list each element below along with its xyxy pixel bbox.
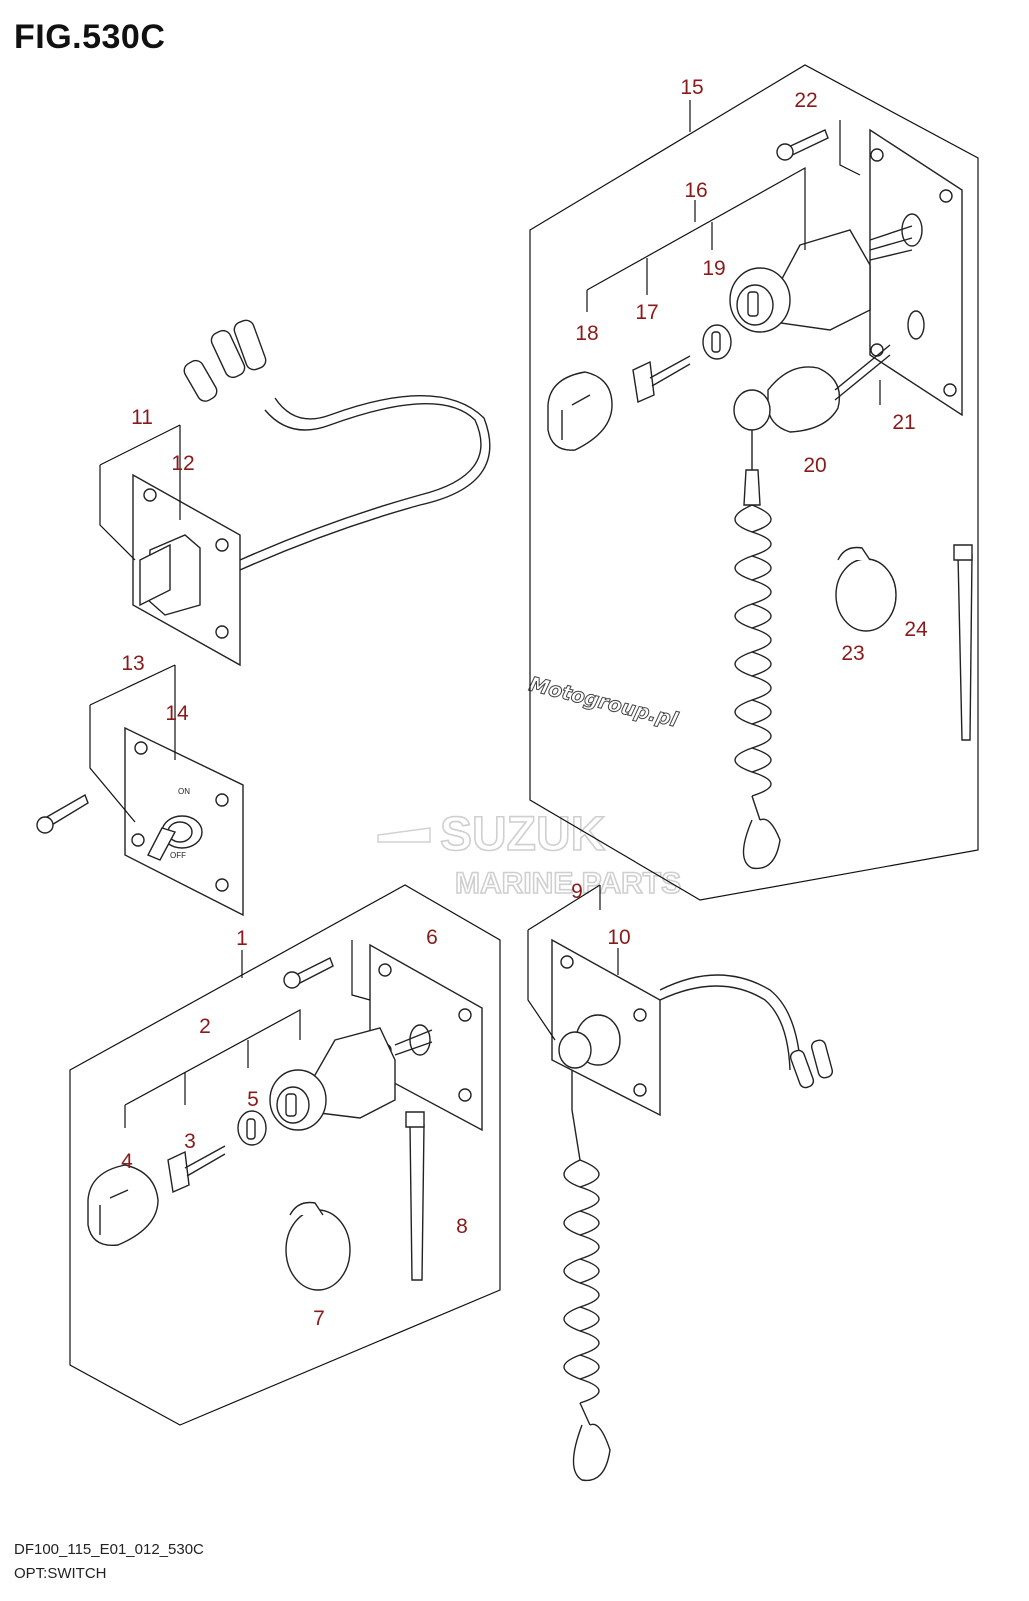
watermark-brand: SUZUK <box>440 808 606 861</box>
callout-3: 3 <box>184 1130 196 1153</box>
callout-21: 21 <box>892 411 915 434</box>
assembly-box-1 <box>69 884 501 1426</box>
callout-20: 20 <box>803 454 826 477</box>
callout-22: 22 <box>794 89 817 112</box>
callout-2: 2 <box>199 1015 211 1038</box>
callout-15: 15 <box>680 76 703 99</box>
callout-8: 8 <box>456 1215 468 1238</box>
watermark-site: Motogroup.pl <box>527 672 682 732</box>
callout-16: 16 <box>684 179 707 202</box>
figure-title: FIG.530C <box>14 18 166 56</box>
diagram-name: OPT:SWITCH <box>14 1565 107 1582</box>
coil-cord-9 <box>563 1109 611 1482</box>
switch-on-label: ON <box>178 787 190 796</box>
watermark-brand-sub: MARINE PARTS <box>455 867 681 900</box>
callout-9: 9 <box>571 880 583 903</box>
diagram-code: DF100_115_E01_012_530C <box>14 1541 204 1558</box>
callout-13: 13 <box>121 652 144 675</box>
switch-off-label: OFF <box>170 851 186 860</box>
callout-24: 24 <box>904 618 928 641</box>
callout-12: 12 <box>171 452 194 475</box>
callout-17: 17 <box>635 301 658 324</box>
callout-6: 6 <box>426 926 438 949</box>
callout-7: 7 <box>313 1307 325 1330</box>
callout-1: 1 <box>236 927 248 950</box>
callout-19: 19 <box>702 257 725 280</box>
callout-14: 14 <box>165 702 189 725</box>
callout-10: 10 <box>607 926 630 949</box>
callout-labels: 1 2 3 4 5 6 7 8 9 10 11 12 13 14 15 16 1… <box>121 76 928 1330</box>
assembly-13: ON OFF <box>36 664 244 917</box>
assembly-box-15 <box>529 64 979 901</box>
callout-23: 23 <box>841 642 864 665</box>
coil-cord-20 <box>734 504 781 870</box>
callout-11: 11 <box>131 406 153 429</box>
callout-5: 5 <box>247 1088 259 1111</box>
assembly-11 <box>99 319 491 667</box>
assembly-9 <box>527 884 834 1482</box>
callout-4: 4 <box>121 1150 133 1173</box>
callout-18: 18 <box>575 322 598 345</box>
